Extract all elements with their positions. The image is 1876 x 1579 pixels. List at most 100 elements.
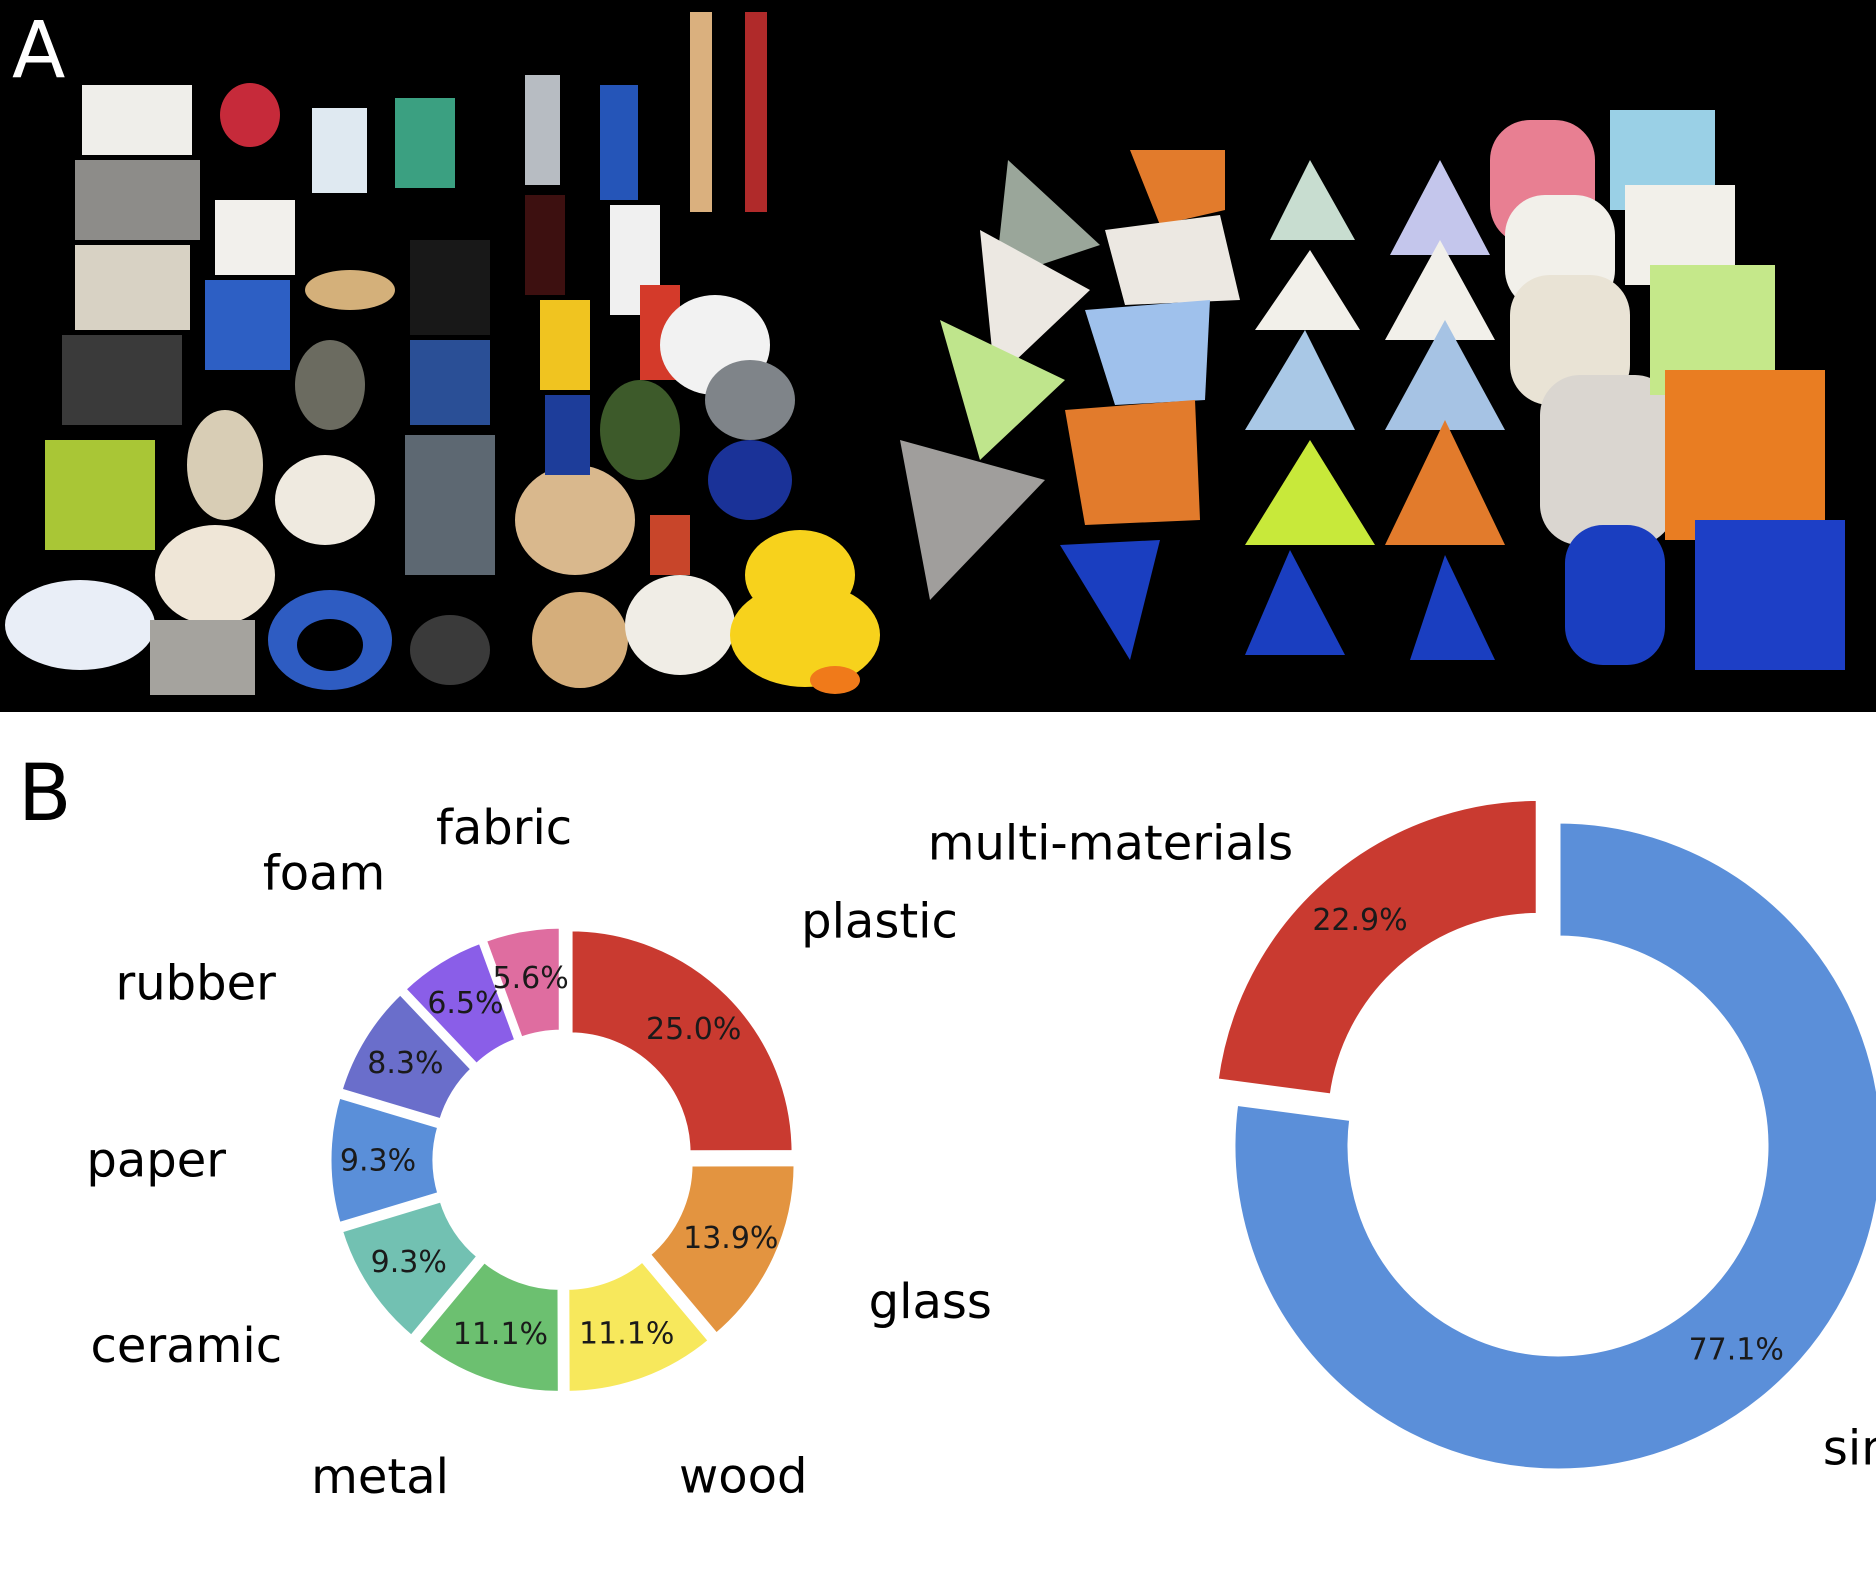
value-label-foam: 6.5% [427,986,503,1021]
panel-label-b: B [18,749,72,839]
pastry-box [205,280,290,370]
broom-handle [690,12,712,212]
metal-block [150,620,255,695]
category-label-ceramic: ceramic [91,1318,283,1374]
pyramid-lavender [1390,160,1490,255]
slice-wood [564,1256,715,1396]
spice-jar [650,515,690,575]
plunger-handle [745,12,767,212]
tea-tin [45,440,155,550]
value-label-fabric: 5.6% [493,961,569,996]
sugar-box [215,200,295,275]
object-photo [0,0,1876,712]
wood-disc-stack [515,465,635,575]
value-label-paper: 9.3% [340,1143,416,1178]
category-label-wood: wood [679,1448,807,1504]
slice-single-material [1230,818,1876,1474]
value-label-plastic: 25.0% [646,1012,741,1047]
pyramid-clear [1385,320,1505,430]
cylinder-blue [1565,525,1665,665]
blue-mug [708,440,792,520]
tape-roll-hole [297,619,363,671]
water-bottle [525,75,560,185]
black-canister [410,240,490,335]
glass-mug [705,360,795,440]
category-label-plastic: plastic [801,894,958,950]
soda-can [545,395,590,475]
cone-lime [1245,440,1375,545]
tissue-box [82,85,192,155]
slice-ceramic [337,1196,483,1342]
glass-container [405,435,495,575]
pyramid-blue [1410,555,1495,660]
category-label-foam: foam [263,846,385,902]
pyramid-white [1385,240,1495,340]
household-objects-group [5,12,880,695]
foam-block-dark [62,335,182,425]
wood-disc-small [532,592,628,688]
value-label-single-material: 77.1% [1689,1332,1784,1367]
cylinder-light [1540,375,1675,545]
wipes-canister [395,98,455,188]
cone-gray [1270,160,1355,240]
cone-blue [1245,550,1345,655]
value-label-wood: 11.1% [579,1317,674,1352]
rubber-duck-head [745,530,855,620]
category-label-glass: glass [869,1274,992,1330]
slice-plastic [567,926,797,1156]
slice-multi-materials [1213,795,1541,1099]
ceramic-bowl [155,525,275,625]
chip-can [220,83,280,147]
value-label-glass: 13.9% [683,1221,778,1256]
material-donut-charts: 25.0% plastic 13.9% glass 11.1% wood 11.1% meta… [86,795,1876,1505]
category-label-multi-materials: multi-materials [928,816,1293,872]
slice-glass [644,1161,799,1340]
cylinder-cream [1510,275,1630,405]
jar-lid-dark [410,615,490,685]
coffee-can [410,340,490,425]
printed-shapes-group [900,110,1845,670]
slice-rubber [336,988,477,1125]
cube-orange [1665,370,1825,540]
cone-clear [1245,330,1355,430]
rubber-duck-beak [810,666,860,694]
tetrahedron-green [940,320,1065,460]
material-count-donut: 77.1%single material22.9%multi-materials [928,795,1876,1476]
category-label-fabric: fabric [436,800,572,856]
prism-white [1105,215,1240,305]
slice-fabric [480,923,564,1043]
white-cup [275,455,375,545]
tetrahedron-blue [1060,540,1160,660]
value-label-ceramic: 9.3% [371,1245,447,1280]
prism-blue-light [1085,300,1210,405]
soda-bottle [525,195,565,295]
metal-tin [75,160,200,240]
value-label-metal: 11.1% [453,1317,548,1352]
value-label-rubber: 8.3% [367,1046,443,1081]
slice-metal [412,1256,563,1396]
category-label-metal: metal [311,1449,449,1505]
slice-foam [399,937,521,1070]
ceramic-vase [187,410,263,520]
category-label-rubber: rubber [115,956,276,1012]
foam-block-light [75,245,190,330]
oat-milk-carton [312,108,367,193]
tetrahedron-gray [995,160,1100,280]
prism-orange-top [1130,150,1225,225]
mustard-bottle [540,300,590,390]
tetrahedron-white [980,230,1090,380]
cone-white [1255,250,1360,330]
pyramid-orange [1385,420,1505,545]
category-label-single-material: single material [1823,1420,1876,1476]
panel-label-a: A [12,6,66,96]
tetrahedron-gray-large [900,440,1045,600]
coffee-cup [600,380,680,480]
sugar-bowl [625,575,735,675]
wine-glass [295,340,365,430]
bamboo-jar-lid [305,270,395,310]
spray-bottle [600,85,638,200]
category-label-paper: paper [86,1133,226,1189]
material-type-donut: 25.0% plastic 13.9% glass 11.1% wood 11.1% meta… [86,800,992,1505]
cube-blue [1695,520,1845,670]
slice-paper [326,1092,444,1228]
